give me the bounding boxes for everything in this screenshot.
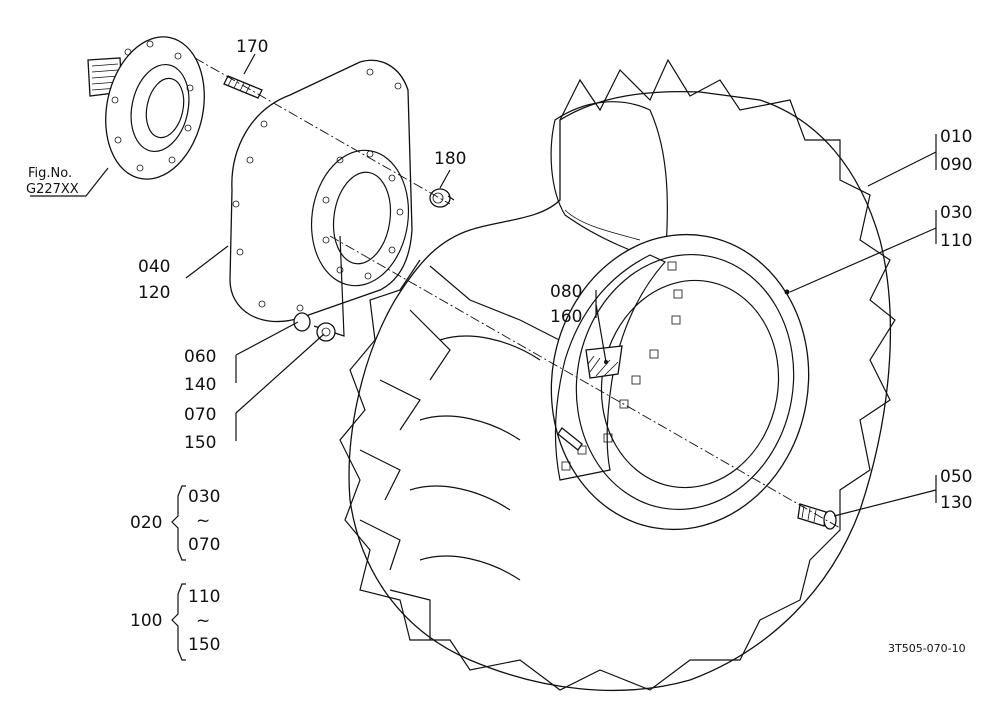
- label-group-020-tilde: ~: [196, 511, 210, 531]
- label-group-100-to: 150: [188, 635, 220, 655]
- rim-bolt: [797, 503, 837, 530]
- label-180: 180: [434, 149, 466, 169]
- label-fig-ref: G227XX: [26, 182, 79, 197]
- label-070: 070: [184, 405, 216, 425]
- label-120: 120: [138, 283, 170, 303]
- wheel-disc: [229, 59, 413, 337]
- stud-bolt: [223, 75, 263, 99]
- label-030: 030: [940, 203, 972, 223]
- label-group-100-from: 110: [188, 587, 220, 607]
- label-130: 130: [940, 493, 972, 513]
- label-fig-no: Fig.No.: [28, 166, 72, 181]
- leader-lines: [30, 53, 937, 517]
- label-group-020-from: 030: [188, 487, 220, 507]
- hub-flange: [87, 36, 205, 180]
- washer-and-nut: [293, 312, 336, 342]
- label-group-020-to: 070: [188, 535, 220, 555]
- group-brackets: [171, 485, 186, 661]
- label-140: 140: [184, 375, 216, 395]
- label-150: 150: [184, 433, 216, 453]
- label-160: 160: [550, 307, 582, 327]
- label-170: 170: [236, 37, 268, 57]
- drawing-code: 3T505-070-10: [888, 642, 966, 655]
- label-060: 060: [184, 347, 216, 367]
- label-040: 040: [138, 257, 170, 277]
- label-090: 090: [940, 155, 972, 175]
- label-080: 080: [550, 282, 582, 302]
- label-050: 050: [940, 467, 972, 487]
- rim: [550, 233, 810, 531]
- label-010: 010: [940, 127, 972, 147]
- label-group-100-tilde: ~: [196, 611, 210, 631]
- label-group-100: 100: [130, 611, 162, 631]
- label-110: 110: [940, 231, 972, 251]
- label-group-020: 020: [130, 513, 162, 533]
- wheel-nut: [429, 188, 455, 208]
